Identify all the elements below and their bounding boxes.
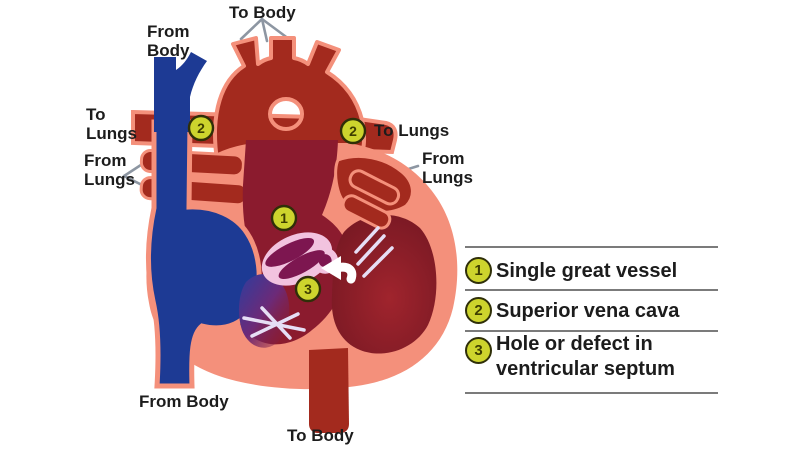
label-from-body-top: From Body [147, 22, 190, 60]
legend-marker-3: 3 [465, 337, 492, 364]
chordae-strings [242, 226, 394, 340]
legend-rule-top [465, 246, 718, 248]
svg-text:2: 2 [349, 123, 357, 139]
legend-rule-2 [465, 289, 718, 291]
label-to-lungs-right: To Lungs [374, 121, 450, 140]
legend-marker-1: 1 [465, 257, 492, 284]
marker-1-great-vessel: 1 [270, 204, 298, 232]
legend-rule-bottom [465, 392, 718, 394]
legend-item-2-text: Superior vena cava [496, 300, 680, 322]
label-from-lungs-left: From Lungs [84, 151, 135, 189]
legend-item-1-text: Single great vessel [496, 260, 678, 282]
marker-2-right: 2 [339, 117, 367, 145]
right-pulmonary-veins-shape [334, 154, 414, 230]
marker-2-left: 2 [187, 114, 215, 142]
svc-top-shape [154, 52, 207, 132]
label-to-body-top: To Body [229, 3, 296, 22]
flow-arrow [321, 256, 357, 284]
label-to-lungs-left: To Lungs [86, 105, 137, 143]
valve-shape [261, 232, 339, 286]
label-to-body-bottom: To Body [287, 426, 354, 445]
legend-rule-3 [465, 330, 718, 332]
svg-text:1: 1 [280, 210, 288, 226]
label-from-lungs-right: From Lungs [422, 149, 473, 187]
legend-item-3-text: Hole or defect in ventricular septum [496, 333, 675, 380]
svg-text:3: 3 [304, 281, 312, 297]
vena-cava-atrium-shape [146, 119, 262, 389]
from-lungs-left-pointer [122, 159, 150, 190]
label-from-body-bottom: From Body [139, 392, 229, 411]
diagram-markers: 1 2 2 3 [187, 114, 367, 303]
descending-aorta-shape [309, 348, 349, 433]
marker-3-vsd: 3 [294, 275, 322, 303]
svg-text:2: 2 [197, 120, 205, 136]
legend-marker-2: 2 [465, 297, 492, 324]
